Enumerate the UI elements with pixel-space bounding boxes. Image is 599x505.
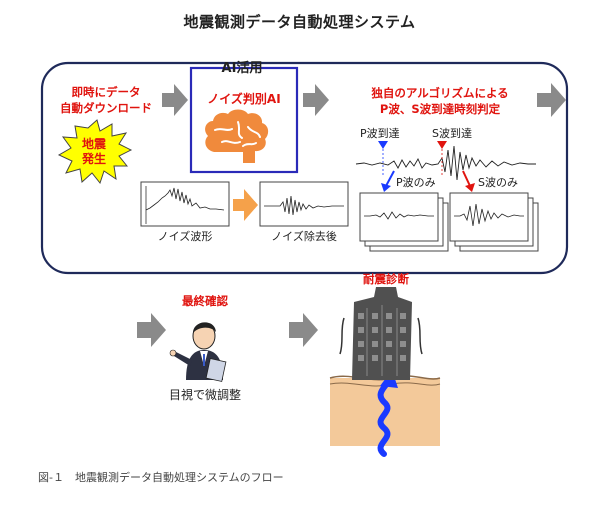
arrow-to-algorithm: [303, 84, 329, 116]
figure-caption: 図-１ 地震観測データ自動処理システムのフロー: [38, 471, 284, 484]
arrow-to-diagnosis: [289, 313, 318, 347]
noise-removed-label: ノイズ除去後: [271, 230, 337, 243]
gray-arrows: [137, 83, 566, 347]
ground-section: [329, 370, 441, 457]
system-frame: [40, 61, 569, 275]
algorithm-text: 独自のアルゴリズムによる P波、S波到達時刻判定: [340, 85, 540, 117]
download-text-line-2: 自動ダウンロード: [60, 101, 152, 115]
p-only-label: P波のみ: [396, 176, 436, 189]
arrow-out-right: [537, 83, 566, 117]
seismic-diagnosis-label: 耐震診断: [363, 272, 409, 286]
algorithm-text-line-1: 独自のアルゴリズムによる: [371, 86, 509, 100]
download-text-line-1: 即時にデータ: [71, 85, 141, 99]
brain-icon: [205, 109, 269, 163]
noise-waveform-panel: [140, 181, 230, 227]
final-check-label: 最終確認: [182, 294, 228, 308]
noise-removed-panel: [259, 181, 349, 227]
earthquake-label: 地震 発生: [66, 137, 122, 167]
p-wave-panels: [359, 192, 449, 252]
seismic-wave-icon: [377, 379, 391, 457]
seismogram-top: [355, 141, 536, 192]
algorithm-text-line-2: P波、S波到達時刻判定: [379, 102, 501, 116]
p-arrival-label: P波到達: [360, 127, 400, 140]
visual-adjust-label: 目視で微調整: [168, 388, 241, 402]
arrow-to-ai: [162, 84, 188, 116]
person-icon: [169, 322, 227, 382]
noise-waveform-label: ノイズ波形: [157, 230, 213, 243]
earthquake-label-line-1: 地震: [81, 137, 106, 151]
noise-ai-label: ノイズ判別AI: [207, 92, 281, 106]
s-only-label: S波のみ: [478, 176, 518, 189]
diagram-title: 地震観測データ自動処理システム: [183, 13, 416, 31]
s-wave-panels: [449, 192, 539, 252]
s-arrival-label: S波到達: [432, 127, 472, 140]
p-marker-icon: [378, 141, 388, 149]
arrow-to-final-check: [137, 313, 166, 347]
orange-arrow: [233, 189, 258, 221]
ai-label: AI活用: [221, 61, 263, 76]
building-icon: [339, 287, 423, 380]
s-marker-icon: [437, 141, 447, 149]
earthquake-burst: [57, 119, 133, 185]
earthquake-label-line-2: 発生: [81, 152, 106, 166]
download-text: 即時にデータ 自動ダウンロード: [50, 84, 162, 116]
